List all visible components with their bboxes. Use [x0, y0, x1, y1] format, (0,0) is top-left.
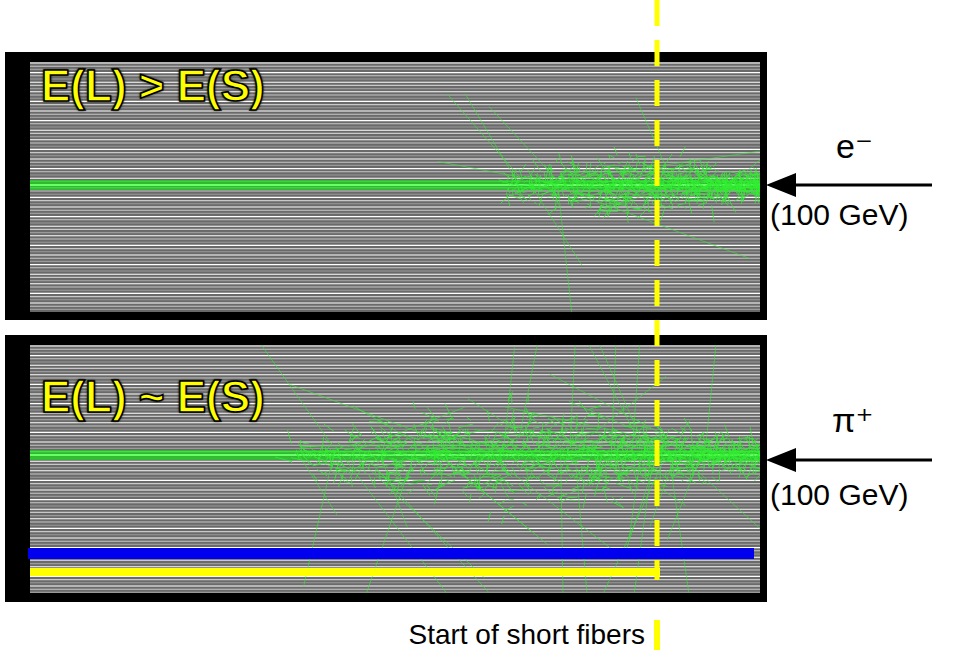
beam-arrow [790, 459, 932, 462]
arrow-head [766, 448, 796, 472]
particle-name: π⁺ [832, 402, 873, 439]
marker-caption: Start of short fibers [408, 620, 645, 651]
detector-panel: E(L) > E(S) [5, 52, 767, 320]
arrow-head [766, 173, 796, 197]
fiber-lines [30, 62, 760, 312]
blue-bar [28, 548, 754, 559]
beam-energy: (100 GeV) [770, 198, 908, 231]
short-fiber-marker [655, 0, 660, 580]
detector-panel: E(L) ~ E(S) [5, 335, 767, 602]
panel-frame [5, 52, 767, 320]
energy-ratio-label: E(L) > E(S) [41, 62, 265, 110]
energy-ratio-label: E(L) ~ E(S) [41, 373, 265, 421]
particle-name: e⁻ [836, 128, 873, 165]
electron-shower [30, 94, 760, 312]
yellow-bar [30, 568, 660, 576]
panel-frame [5, 335, 767, 602]
beam-energy: (100 GeV) [770, 478, 908, 511]
legend-marker [654, 620, 660, 650]
beam-arrow [790, 184, 932, 187]
